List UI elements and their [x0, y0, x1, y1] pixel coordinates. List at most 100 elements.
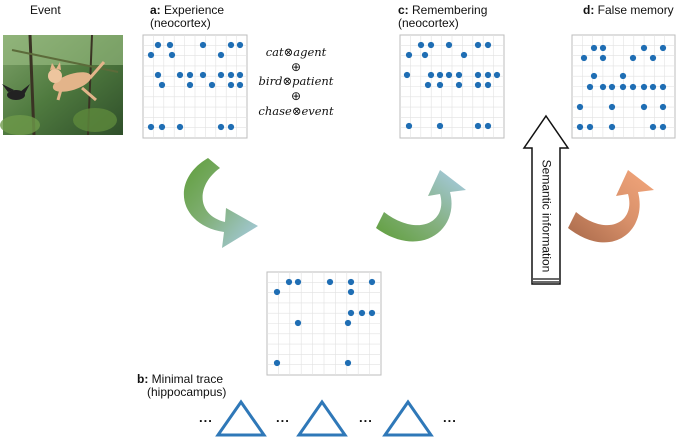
grid-dot: [166, 41, 174, 49]
grid-dot: [484, 81, 492, 89]
grid-dot: [608, 83, 616, 91]
triangle-icon: [215, 399, 267, 437]
grid-dot: [608, 103, 616, 111]
grid-dot: [493, 71, 501, 79]
grid-dot: [227, 81, 235, 89]
equation-term-3: chase⊗event: [258, 104, 334, 118]
grid-dot: [403, 71, 411, 79]
grid-dot: [421, 51, 429, 59]
grid-dot: [199, 71, 207, 79]
grid-dot: [236, 71, 244, 79]
equation-op-1: ⊕: [290, 60, 302, 74]
grid-dot: [227, 71, 235, 79]
panel-a-grid: [142, 34, 248, 139]
grid-dot: [659, 83, 667, 91]
grid-dot: [186, 81, 194, 89]
panel-d-grid: [571, 34, 676, 139]
grid-dot: [236, 41, 244, 49]
grid-dot: [424, 81, 432, 89]
grid-dot: [484, 71, 492, 79]
grid-dot: [640, 103, 648, 111]
grid-dot: [599, 44, 607, 52]
event-label: Event: [30, 3, 61, 17]
grid-dot: [484, 41, 492, 49]
grid-dot: [285, 278, 293, 286]
equation-term-1: cat⊗agent: [265, 45, 327, 59]
grid-dot: [649, 123, 657, 131]
grid-dot: [474, 71, 482, 79]
grid-dot: [427, 71, 435, 79]
grid-dot: [586, 123, 594, 131]
grid-dot: [474, 81, 482, 89]
grid-dot: [154, 71, 162, 79]
grid-dot: [629, 83, 637, 91]
grid-dot: [405, 51, 413, 59]
panel-a-label: a: Experience (neocortex): [150, 3, 225, 30]
grid-dot: [186, 71, 194, 79]
grid-dot: [158, 81, 166, 89]
grid-dot: [427, 41, 435, 49]
grid-dot: [580, 54, 588, 62]
grid-dot: [619, 83, 627, 91]
grid-dot: [154, 41, 162, 49]
grid-dot: [576, 103, 584, 111]
grid-dot: [217, 51, 225, 59]
grid-dot: [347, 278, 355, 286]
grid-dot: [659, 123, 667, 131]
grid-dot: [176, 123, 184, 131]
triangle-icon: [382, 399, 434, 437]
grid-dot: [649, 54, 657, 62]
ellipsis: ...: [276, 410, 290, 425]
grid-dot: [599, 83, 607, 91]
grid-dot: [659, 103, 667, 111]
grid-dot: [619, 72, 627, 80]
grid-dot: [436, 81, 444, 89]
grid-dot: [227, 41, 235, 49]
grid-dot: [147, 51, 155, 59]
grid-dot: [347, 309, 355, 317]
semantic-arrow-icon: [522, 114, 570, 285]
grid-dot: [460, 51, 468, 59]
grid-dot: [273, 359, 281, 367]
grid-dot: [436, 71, 444, 79]
grid-dot: [368, 278, 376, 286]
grid-dot: [590, 44, 598, 52]
grid-dot: [273, 288, 281, 296]
grid-dot: [168, 51, 176, 59]
grid-dot: [608, 123, 616, 131]
grid-dot: [436, 122, 444, 130]
grid-dot: [659, 44, 667, 52]
grid-dot: [294, 319, 302, 327]
curved-arrow-icon: [568, 170, 654, 243]
equation-op-2: ⊕: [290, 89, 302, 103]
triangle-row: [215, 399, 434, 437]
grid-dot: [227, 123, 235, 131]
grid-dot: [236, 81, 244, 89]
grid-dot: [586, 83, 594, 91]
grid-dot: [358, 309, 366, 317]
panel-d-label: d: False memory: [583, 3, 674, 17]
panel-c-grid: [399, 34, 505, 139]
grid-dot: [640, 44, 648, 52]
event-photo: [0, 34, 123, 136]
curved-arrow-icon: [183, 158, 258, 248]
grid-dot: [649, 83, 657, 91]
grid-dot: [474, 122, 482, 130]
grid-dot: [576, 123, 584, 131]
grid-dot: [455, 71, 463, 79]
ellipsis: ...: [359, 410, 373, 425]
grid-dot: [176, 71, 184, 79]
grid-dot: [590, 72, 598, 80]
grid-dot: [347, 288, 355, 296]
grid-dot: [344, 359, 352, 367]
grid-dot: [217, 71, 225, 79]
grid-dot: [158, 123, 166, 131]
triangle-icon: [296, 399, 348, 437]
grid-dot: [405, 122, 413, 130]
grid-dot: [368, 309, 376, 317]
grid-dot: [445, 41, 453, 49]
curved-arrow-icon: [376, 170, 466, 242]
panel-b-grid: [266, 271, 382, 376]
grid-dot: [640, 83, 648, 91]
